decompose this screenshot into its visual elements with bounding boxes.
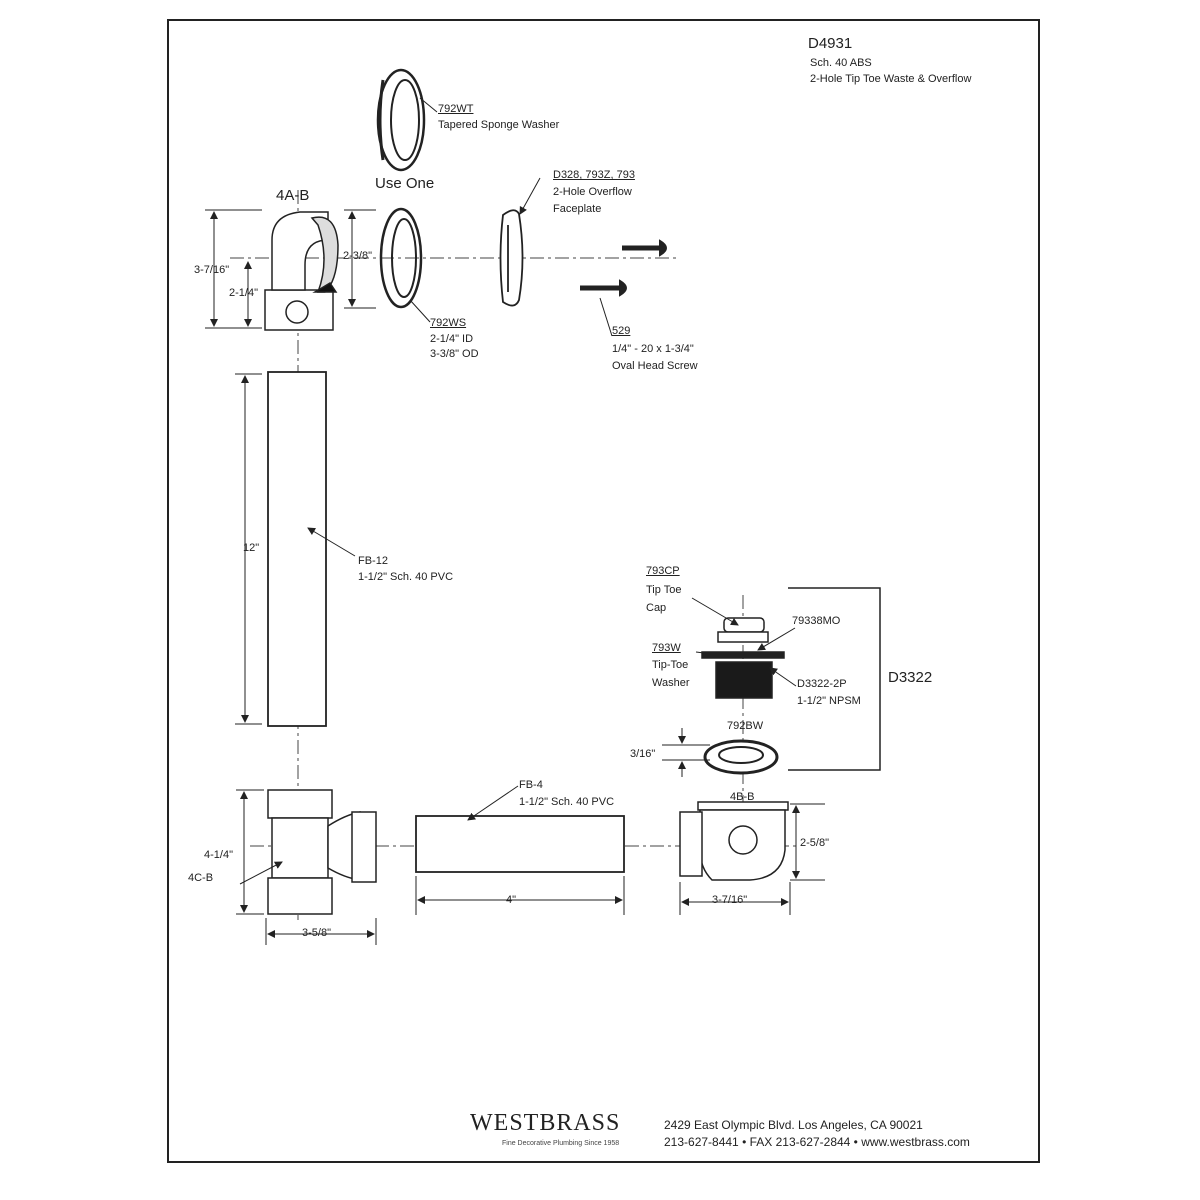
brand-tagline: Fine Decorative Plumbing Since 1958	[502, 1140, 620, 1147]
elbow-label: 4A-B	[276, 187, 310, 204]
shoe-width-dim: 3-7/16"	[712, 894, 748, 906]
part-792wt-code: 792WT	[438, 103, 474, 115]
tee-height-dim: 4-1/4"	[204, 849, 233, 861]
body-code: 79338MO	[792, 615, 841, 627]
cap-line1: Tip Toe	[646, 584, 682, 596]
use-one-note: Use One	[375, 175, 435, 192]
washer-792bw-code: 792BW	[727, 720, 764, 732]
tapered-sponge-washer	[376, 68, 438, 172]
drain-thread: 1-1/2" NPSM	[797, 695, 861, 707]
part-792ws-code: 792WS	[430, 317, 467, 329]
tee-4c-b	[267, 789, 377, 915]
pipe12-desc: 1-1/2" Sch. 40 PVC	[358, 571, 454, 583]
drain-assembly	[701, 617, 785, 775]
screw-type: Oval Head Screw	[612, 360, 698, 372]
faceplate-code: D328, 793Z, 793	[553, 169, 635, 181]
washer-height-dim: 2-3/8"	[343, 250, 372, 262]
sheet-border	[167, 19, 1040, 1163]
model-number: D4931	[808, 35, 853, 52]
screw-code: 529	[612, 325, 631, 337]
dimension-lines	[205, 209, 825, 945]
tiptoe-washer-line2: Washer	[652, 677, 690, 689]
pipe-fb-4	[415, 815, 625, 873]
overflow-faceplate	[499, 209, 524, 307]
part-792wt-desc: Tapered Sponge Washer	[438, 119, 560, 131]
part-792ws-od: 3-3/8" OD	[430, 348, 479, 360]
elbow-4a-b	[264, 211, 339, 331]
company-address: 2429 East Olympic Blvd. Los Angeles, CA …	[664, 1118, 923, 1132]
pipe4-desc: 1-1/2" Sch. 40 PVC	[519, 796, 615, 808]
pipe4-code: FB-4	[519, 779, 543, 791]
assembly-bracket	[788, 587, 881, 771]
pipe12-code: FB-12	[358, 555, 388, 567]
pipe-fb-12	[267, 371, 327, 727]
shoe-height-dim: 2-5/8"	[800, 837, 829, 849]
cap-line2: Cap	[646, 602, 667, 614]
brand-logo: WESTBRASS	[470, 1110, 621, 1136]
screw-size: 1/4" - 20 x 1-3/4"	[612, 343, 694, 355]
tiptoe-washer-line1: Tip-Toe	[652, 659, 689, 671]
overflow-washer	[379, 207, 431, 323]
material-label: Sch. 40 ABS	[810, 57, 872, 69]
pipe4-length-dim: 4"	[506, 894, 517, 906]
product-description: 2-Hole Tip Toe Waste & Overflow	[810, 73, 972, 85]
faceplate-line2: Faceplate	[553, 203, 602, 215]
faceplate-line1: 2-Hole Overflow	[553, 186, 632, 198]
shoe-4b-b	[679, 801, 789, 881]
assembly-code: D3322	[888, 669, 933, 686]
washer-thickness-dim: 3/16"	[630, 748, 656, 760]
tiptoe-washer-code: 793W	[652, 642, 681, 654]
shoe-code: 4B-B	[730, 791, 755, 803]
pipe12-length-dim: 12"	[243, 542, 260, 554]
elbow-center-dim: 2-1/4"	[229, 287, 258, 299]
oval-head-screws	[580, 239, 667, 337]
part-792ws-id: 2-1/4" ID	[430, 333, 474, 345]
drain-code: D3322-2P	[797, 678, 847, 690]
cap-code: 793CP	[646, 565, 680, 577]
company-contact: 213-627-8441 • FAX 213-627-2844 • www.we…	[664, 1135, 970, 1149]
tee-code: 4C-B	[188, 872, 214, 884]
tee-width-dim: 3-5/8"	[302, 927, 331, 939]
elbow-height-dim: 3-7/16"	[194, 264, 230, 276]
